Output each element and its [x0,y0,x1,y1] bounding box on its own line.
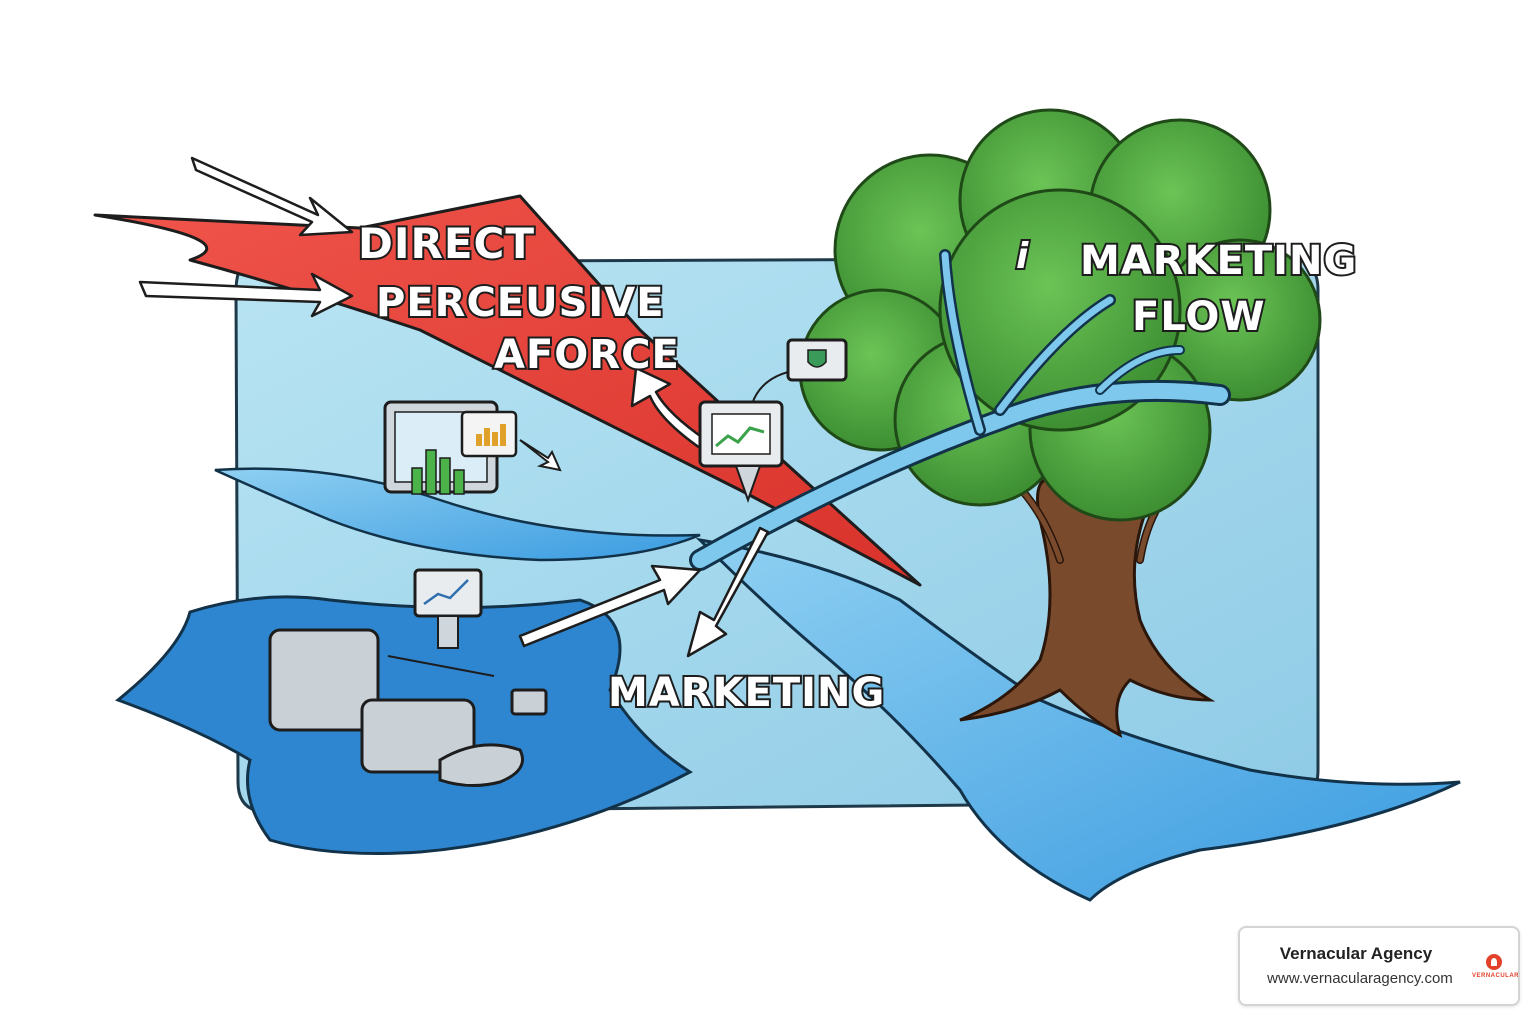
line-chart-icon [698,400,784,504]
arrow-icon-2 [138,272,354,318]
arrow-icon-3 [630,366,708,450]
logo-wordmark: VERNACULAR [1472,973,1519,979]
flow-arrows [518,526,770,658]
badge-title: Vernacular Agency [1279,944,1433,963]
bar-chart-icon [460,410,518,458]
server-icon [268,628,548,787]
label-direct: DIRECT [358,219,535,268]
arrow-icon-6 [519,439,562,472]
incoming-arrows [138,156,708,450]
label-marketing: MARKETING [608,670,885,716]
label-marketing-flow-2: FLOW [1132,294,1266,340]
label-aforce: AFORCE [494,332,680,378]
monitor-chart-icon-small [413,568,483,649]
main-river [695,537,1461,902]
arrow-icon-5 [686,526,770,658]
agency-logo-icon: VERNACULAR [1472,954,1519,984]
info-icon: i [1014,234,1030,279]
shield-icon [786,338,848,382]
arrow-icon-1 [190,156,354,237]
red-bolt [93,194,922,587]
arrow-icon-4 [518,564,702,648]
badge-url: www.vernacularagency.com [1267,970,1453,987]
agency-badge[interactable]: Vernacular Agency www.vernacularagency.c… [1238,926,1520,1006]
water-branches [689,249,1231,571]
label-perceusive: PERCEUSIVE [376,280,665,326]
svg-text:i: i [1016,236,1029,277]
label-marketing-flow-1: MARKETING [1080,238,1357,284]
tree-canopy [798,108,1322,522]
